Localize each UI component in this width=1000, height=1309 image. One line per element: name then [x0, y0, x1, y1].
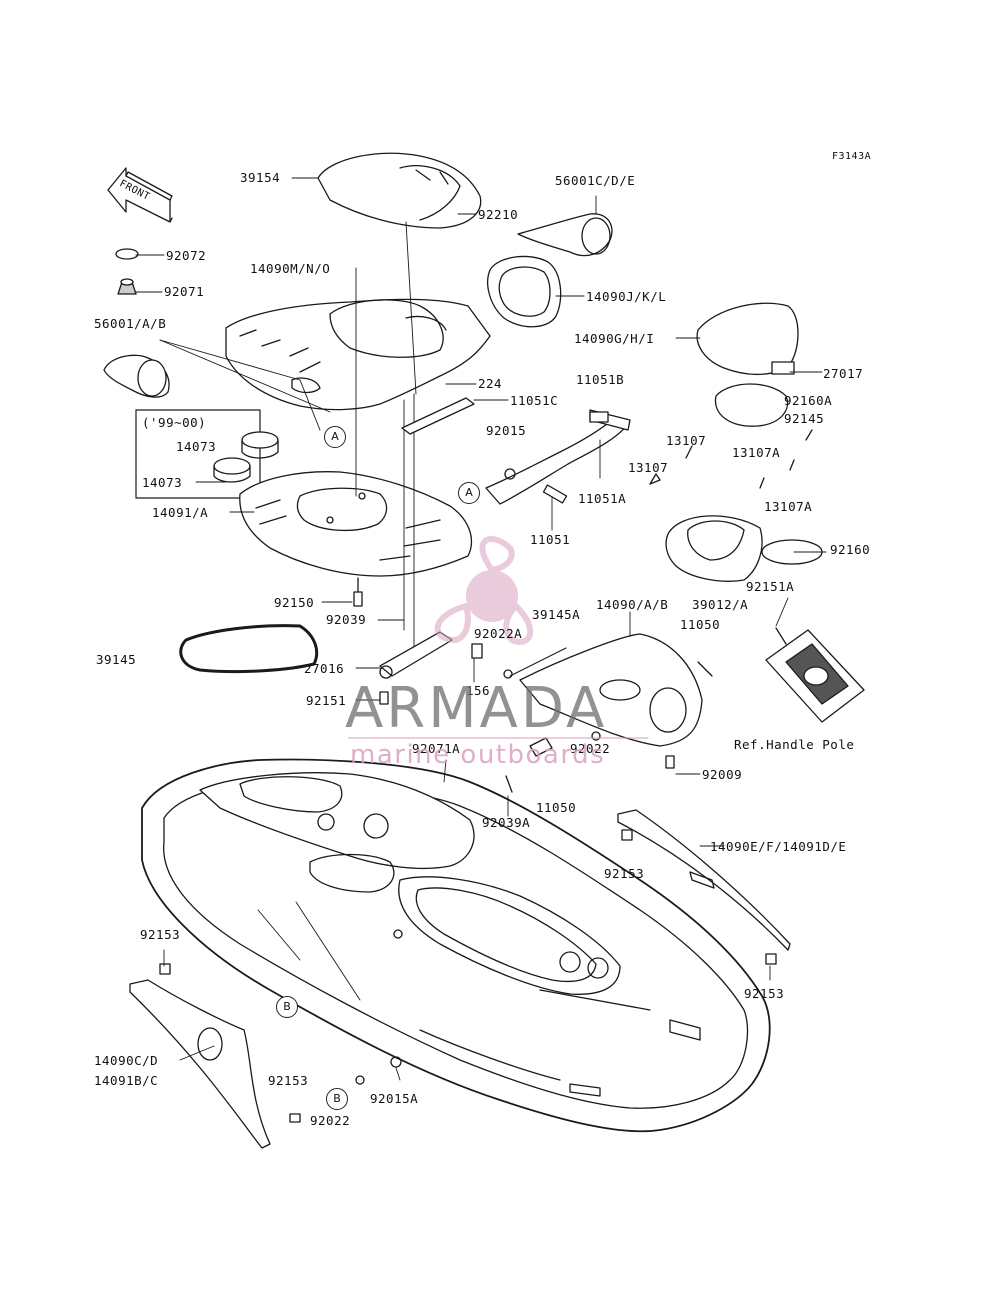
part-label: 56001/A/B — [94, 316, 167, 331]
part-label: 14090E/F/14091D/E — [710, 839, 847, 854]
bolt-92150-icon — [353, 577, 363, 607]
part-label: 92072 — [166, 248, 207, 263]
part-label: 13107A — [732, 445, 781, 460]
callout-a: A — [324, 426, 346, 448]
part-label: 14091/A — [152, 505, 209, 520]
part-label: 39012/A — [692, 597, 749, 612]
part-label: 14090M/N/O — [250, 261, 331, 276]
callout-b: B — [276, 996, 298, 1018]
stay-11051a-part — [589, 411, 609, 423]
storage-cover-14090mno-part — [225, 298, 491, 411]
part-label: 14090J/K/L — [586, 289, 667, 304]
side-rail-14090ef-part — [617, 809, 791, 951]
part-label: 39154 — [240, 170, 281, 185]
panel-14090ab-part — [519, 633, 703, 747]
front-arrow-icon — [107, 167, 173, 223]
part-label: 92022A — [474, 626, 523, 641]
part-label: 14073 — [142, 475, 183, 490]
part-label: 13107 — [628, 460, 669, 475]
nut-156-icon — [471, 643, 483, 659]
clip-92072-icon — [115, 248, 139, 260]
seat-cowl-39154-part — [317, 152, 482, 229]
part-label: 13107A — [764, 499, 813, 514]
part-label: 92039A — [482, 815, 531, 830]
cup-storage-part — [665, 515, 763, 582]
part-label: 92153 — [268, 1073, 309, 1088]
part-label: 14090C/D — [94, 1053, 159, 1068]
model-year-inset-box — [135, 409, 261, 499]
watermark-propeller-icon — [434, 536, 534, 645]
stay-11051-part — [542, 484, 568, 504]
part-label: 224 — [478, 376, 503, 391]
part-label: 39145A — [532, 607, 581, 622]
part-label: 14091B/C — [94, 1073, 159, 1088]
callout-a: A — [458, 482, 480, 504]
part-label: 11050 — [536, 800, 577, 815]
part-label: 11051C — [510, 393, 559, 408]
part-label: 14073 — [176, 439, 217, 454]
handle-pole-pad-part — [765, 627, 865, 723]
figure-code: F3143A — [832, 151, 872, 162]
part-label: 92210 — [478, 207, 519, 222]
grommet-14073-part — [213, 431, 279, 483]
part-label: 92151A — [746, 579, 795, 594]
part-label: 92071A — [412, 741, 461, 756]
side-panel-14090cd-part — [129, 979, 271, 1149]
part-label: 92022 — [570, 741, 611, 756]
watermark-title: ARMADA — [345, 676, 608, 741]
part-label: 14090/A/B — [596, 597, 669, 612]
part-label: 92153 — [744, 986, 785, 1001]
model-year-label: ('99~00) — [142, 415, 207, 430]
main-deck-part — [141, 758, 771, 1133]
part-label: 11050 — [680, 617, 721, 632]
part-label: 11051A — [578, 491, 627, 506]
reference-note: Ref.Handle Pole — [734, 737, 855, 752]
part-label: 11051 — [530, 532, 571, 547]
deck-panel-14091a-part — [239, 471, 473, 577]
part-label: 156 — [466, 683, 491, 698]
part-label: 27016 — [304, 661, 345, 676]
part-label: 92151 — [306, 693, 347, 708]
watermark-subtitle: marine outboards — [350, 740, 606, 770]
part-label: 92145 — [784, 411, 825, 426]
part-label: 92009 — [702, 767, 743, 782]
part-label: 92015A — [370, 1091, 419, 1106]
part-label: 27017 — [823, 366, 864, 381]
handle-56001ab-part — [103, 354, 170, 398]
part-label: 13107 — [666, 433, 707, 448]
part-label: 14090G/H/I — [574, 331, 655, 346]
handle-56001cde-part — [517, 213, 613, 257]
part-label: 92160 — [830, 542, 871, 557]
pad-part — [714, 383, 789, 427]
cover-14090ghi-part — [696, 302, 799, 376]
callout-b: B — [326, 1088, 348, 1110]
bolt-92151-icon — [379, 691, 389, 705]
part-label: 92039 — [326, 612, 367, 627]
part-label: 92071 — [164, 284, 205, 299]
part-label: 39145 — [96, 652, 137, 667]
rivet-92071-icon — [117, 278, 137, 295]
part-label: 92153 — [604, 866, 645, 881]
part-label: 92160A — [784, 393, 833, 408]
nut-92022a-icon — [503, 669, 513, 679]
part-label: 92022 — [310, 1113, 351, 1128]
part-label: 92150 — [274, 595, 315, 610]
part-label: 92153 — [140, 927, 181, 942]
part-label: 92015 — [486, 423, 527, 438]
seal-39145-part — [179, 624, 319, 674]
part-label: 11051B — [576, 372, 625, 387]
stay-11051c-part — [401, 397, 475, 435]
molding-14090jkl-part — [487, 255, 562, 328]
part-label: 56001C/D/E — [555, 173, 636, 188]
